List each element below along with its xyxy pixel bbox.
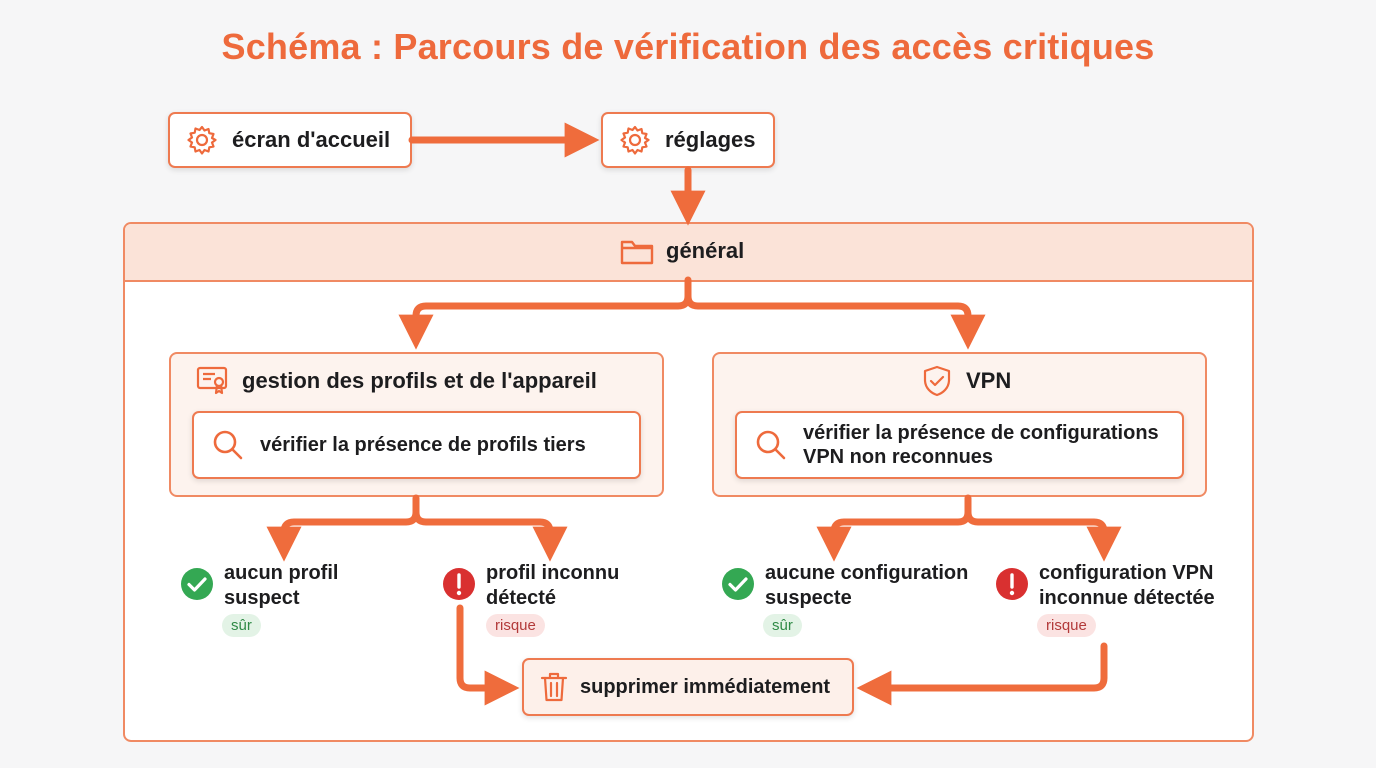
trash-icon [540,671,568,703]
exclamation-circle-icon [442,567,476,601]
vpn-check-label-line2: VPN non reconnues [803,446,994,468]
status-badge-risk: risque [1037,614,1096,637]
settings-node[interactable]: réglages [601,112,775,168]
profiles-check-node[interactable]: vérifier la présence de profils tiers [192,411,641,479]
profile-safe-result: aucun profil suspect [180,561,338,611]
status-badge-safe: sûr [763,614,802,637]
profile-safe-line2: suspect [224,587,300,609]
home-screen-label: écran d'accueil [232,127,391,152]
search-icon [755,429,787,461]
vpn-check-node[interactable]: vérifier la présence de configurations V… [735,411,1184,479]
profile-risk-line1: profil inconnu [486,562,620,584]
status-badge-risk: risque [486,614,545,637]
folder-icon [620,236,654,266]
vpn-safe-line1: aucune configuration [765,562,969,584]
general-label: général [666,238,745,263]
vpn-check-label-line1: vérifier la présence de configurations [803,422,1159,444]
general-header [125,224,1252,282]
profiles-section-title: gestion des profils et de l'appareil [196,365,597,397]
vpn-section-title: VPN [922,365,1011,397]
delete-label: supprimer immédiatement [580,675,831,698]
gear-icon [619,124,651,156]
exclamation-circle-icon [995,567,1029,601]
vpn-safe-line2: suspecte [765,587,852,609]
settings-label: réglages [665,127,756,152]
profile-risk-line2: détecté [486,587,557,609]
vpn-check-label: vérifier la présence de configurations V… [803,421,1159,469]
gear-icon [186,124,218,156]
delete-node[interactable]: supprimer immédiatement [522,658,854,716]
profile-risk-result: profil inconnu détecté [442,561,619,611]
shield-check-icon [922,365,952,397]
profiles-section-label: gestion des profils et de l'appareil [242,368,597,393]
vpn-risk-line2: inconnue détectée [1039,587,1215,609]
check-circle-icon [180,567,214,601]
check-circle-icon [721,567,755,601]
profiles-check-label: vérifier la présence de profils tiers [260,433,586,456]
vpn-section-label: VPN [966,368,1012,393]
profile-safe-line1: aucun profil [224,562,339,584]
status-badge-safe: sûr [222,614,261,637]
vpn-safe-result: aucune configuration suspecte [721,561,968,611]
certificate-icon [196,365,230,397]
search-icon [212,429,244,461]
home-screen-node[interactable]: écran d'accueil [168,112,412,168]
page-title: Schéma : Parcours de vérification des ac… [221,26,1155,67]
vpn-risk-line1: configuration VPN [1039,562,1214,584]
vpn-risk-result: configuration VPN inconnue détectée [995,561,1215,611]
general-title: général [620,236,744,266]
